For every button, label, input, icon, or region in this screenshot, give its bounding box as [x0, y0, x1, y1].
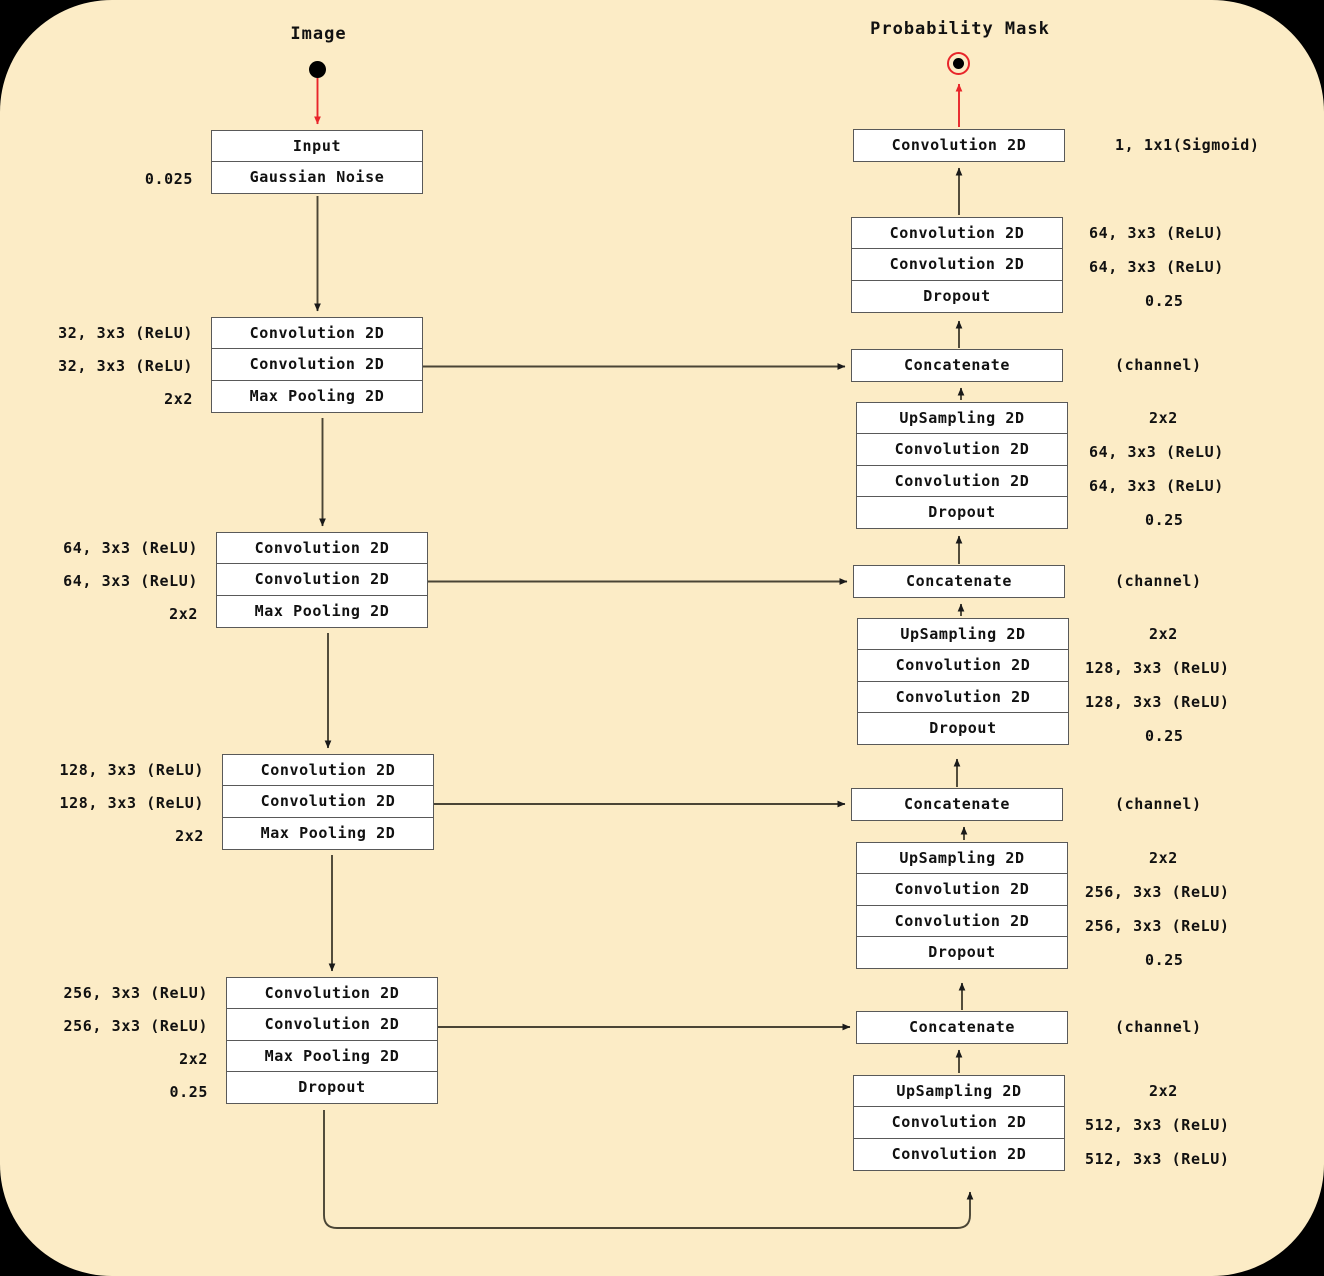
annotation-label: 0.25 [1145, 727, 1184, 745]
layer-row[interactable]: Convolution 2D [211, 348, 423, 382]
page-title-image: Image [290, 24, 347, 44]
layer-row[interactable]: Convolution 2D [856, 873, 1068, 907]
block-concat-4: Concatenate [856, 1011, 1068, 1044]
annotation-label: 1, 1x1(Sigmoid) [1115, 136, 1260, 154]
annotation-label: (channel) [1115, 356, 1202, 374]
block-input-block: Input Gaussian Noise [211, 130, 423, 195]
annotation-label: 2x2 [175, 827, 204, 845]
layer-row[interactable]: UpSampling 2D [856, 842, 1068, 875]
layer-row[interactable]: Convolution 2D [216, 532, 428, 565]
annotation-label: 512, 3x3 (ReLU) [1085, 1116, 1230, 1134]
annotation-label: (channel) [1115, 795, 1202, 813]
block-dec-up-512: UpSampling 2D Convolution 2D Convolution… [853, 1075, 1065, 1171]
block-enc-64: Convolution 2D Convolution 2D Max Poolin… [216, 532, 428, 628]
block-out-conv: Convolution 2D [853, 129, 1065, 162]
layer-row[interactable]: Max Pooling 2D [211, 379, 423, 413]
annotation-label: 64, 3x3 (ReLU) [63, 539, 198, 557]
block-enc-128: Convolution 2D Convolution 2D Max Poolin… [222, 754, 434, 850]
block-dec-up-256: UpSampling 2D Convolution 2D Convolution… [856, 842, 1068, 970]
layer-row[interactable]: Convolution 2D [226, 977, 438, 1010]
annotation-label: 512, 3x3 (ReLU) [1085, 1150, 1230, 1168]
block-concat-3: Concatenate [851, 788, 1063, 821]
layer-row[interactable]: Convolution 2D [856, 464, 1068, 498]
annotation-label: 64, 3x3 (ReLU) [1089, 258, 1224, 276]
annotation-label: 0.25 [169, 1083, 208, 1101]
layer-row[interactable]: Convolution 2D [856, 904, 1068, 938]
annotation-label: 0.025 [144, 170, 193, 188]
annotation-label: 256, 3x3 (ReLU) [1085, 883, 1230, 901]
annotation-label: 0.25 [1145, 292, 1184, 310]
annotation-label: 32, 3x3 (ReLU) [58, 357, 193, 375]
layer-row[interactable]: Convolution 2D [222, 785, 434, 819]
layer-row[interactable]: Input [211, 130, 423, 163]
block-concat-2: Concatenate [853, 565, 1065, 598]
block-dec-up-128: UpSampling 2D Convolution 2D Convolution… [857, 618, 1069, 746]
layer-row[interactable]: UpSampling 2D [853, 1075, 1065, 1108]
layer-row[interactable]: Convolution 2D [857, 649, 1069, 683]
annotation-label: 2x2 [164, 390, 193, 408]
annotation-label: 2x2 [169, 605, 198, 623]
annotation-label: 64, 3x3 (ReLU) [1089, 443, 1224, 461]
block-concat-1: Concatenate [851, 349, 1063, 382]
layer-row[interactable]: Convolution 2D [853, 129, 1065, 162]
layer-row[interactable]: UpSampling 2D [857, 618, 1069, 651]
layer-row[interactable]: Concatenate [856, 1011, 1068, 1044]
page-title-probability-mask: Probability Mask [870, 19, 1050, 39]
layer-row[interactable]: Convolution 2D [851, 217, 1063, 250]
layer-row[interactable]: Max Pooling 2D [216, 594, 428, 628]
layer-row[interactable]: Convolution 2D [851, 248, 1063, 282]
end-bullseye-icon [947, 52, 970, 75]
annotation-label: 256, 3x3 (ReLU) [63, 984, 208, 1002]
layer-row[interactable]: Concatenate [853, 565, 1065, 598]
annotation-label: 64, 3x3 (ReLU) [1089, 224, 1224, 242]
block-enc-32: Convolution 2D Convolution 2D Max Poolin… [211, 317, 423, 413]
layer-row[interactable]: Convolution 2D [222, 754, 434, 787]
annotation-label: 128, 3x3 (ReLU) [1085, 693, 1230, 711]
annotation-label: 2x2 [1149, 409, 1178, 427]
layer-row[interactable]: Dropout [856, 496, 1068, 530]
layer-row[interactable]: Convolution 2D [226, 1008, 438, 1042]
annotation-label: 2x2 [1149, 849, 1178, 867]
annotation-label: 2x2 [179, 1050, 208, 1068]
annotation-label: 64, 3x3 (ReLU) [1089, 477, 1224, 495]
annotation-label: 0.25 [1145, 951, 1184, 969]
annotation-label: (channel) [1115, 572, 1202, 590]
block-dec-64-top: Convolution 2D Convolution 2D Dropout [851, 217, 1063, 313]
annotation-label: 256, 3x3 (ReLU) [63, 1017, 208, 1035]
annotation-label: 128, 3x3 (ReLU) [59, 794, 204, 812]
annotation-label: 0.25 [1145, 511, 1184, 529]
layer-row[interactable]: Convolution 2D [857, 680, 1069, 714]
annotation-label: 32, 3x3 (ReLU) [58, 324, 193, 342]
block-dec-up-64: UpSampling 2D Convolution 2D Convolution… [856, 402, 1068, 530]
layer-row[interactable]: Dropout [856, 936, 1068, 970]
start-filled-circle-icon [309, 61, 326, 78]
annotation-label: 256, 3x3 (ReLU) [1085, 917, 1230, 935]
layer-row[interactable]: Convolution 2D [856, 433, 1068, 467]
annotation-label: 2x2 [1149, 1082, 1178, 1100]
layer-row[interactable]: Convolution 2D [853, 1106, 1065, 1140]
layer-row[interactable]: Convolution 2D [216, 563, 428, 597]
layer-row[interactable]: Convolution 2D [853, 1137, 1065, 1171]
annotation-label: 128, 3x3 (ReLU) [1085, 659, 1230, 677]
layer-row[interactable]: Convolution 2D [211, 317, 423, 350]
layer-row[interactable]: Max Pooling 2D [226, 1039, 438, 1073]
layer-row[interactable]: Gaussian Noise [211, 161, 423, 195]
layer-row[interactable]: Dropout [851, 279, 1063, 313]
block-enc-256: Convolution 2D Convolution 2D Max Poolin… [226, 977, 438, 1105]
layer-row[interactable]: UpSampling 2D [856, 402, 1068, 435]
annotation-label: (channel) [1115, 1018, 1202, 1036]
layer-row[interactable]: Concatenate [851, 788, 1063, 821]
annotation-label: 64, 3x3 (ReLU) [63, 572, 198, 590]
layer-row[interactable]: Dropout [226, 1071, 438, 1105]
layer-row[interactable]: Max Pooling 2D [222, 816, 434, 850]
annotation-label: 128, 3x3 (ReLU) [59, 761, 204, 779]
layer-row[interactable]: Dropout [857, 712, 1069, 746]
annotation-label: 2x2 [1149, 625, 1178, 643]
layer-row[interactable]: Concatenate [851, 349, 1063, 382]
